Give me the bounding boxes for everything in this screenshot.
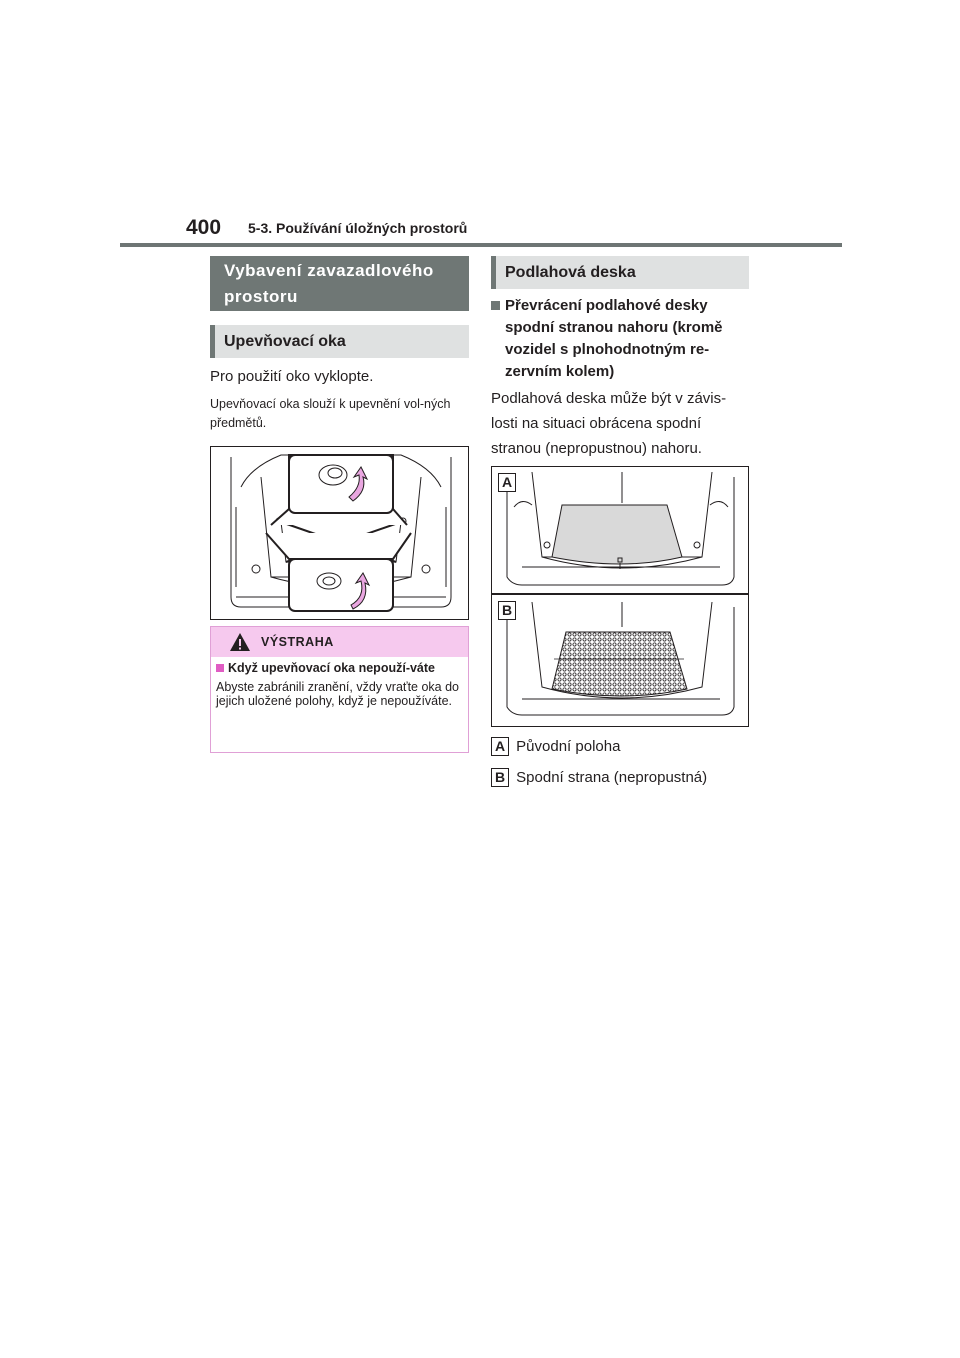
floor-board-paragraph: Podlahová deska může být v závis-losti n… [491,390,727,457]
warning-item-text: Abyste zabránili zranění, vždy vraťte ok… [216,680,460,708]
page-number: 400 [186,216,222,239]
legend-label-a: A [491,737,509,756]
legend-label-b: B [491,768,509,787]
rotate-arrow-icon [348,466,369,502]
square-bullet-icon [491,301,500,310]
square-bullet-icon [216,664,224,672]
header-rule [120,243,842,247]
chapter-title: 5-3. Používání úložných prostorů [248,220,468,236]
warning-title: VÝSTRAHA [261,635,334,649]
floor-board-item: Převrácení podlahové desky spodní strano… [491,295,749,383]
warning-item-title: Když upevňovací oka nepouží-váte [228,661,435,675]
warning-header: VÝSTRAHA [211,627,468,657]
legend-item-a: A Původní poloha [491,737,749,756]
figure-label-b: B [498,601,516,620]
legend-text-a: Původní poloha [516,738,621,755]
callout-upper [270,454,408,526]
warning-triangle-icon [230,633,250,651]
figure-label-a: A [498,473,516,492]
tie-down-hooks-figure [210,446,469,620]
floor-board-gray [551,504,683,565]
legend-text-b: Spodní strana (nepropustná) [516,769,708,786]
legend-item-b: B Spodní strana (nepropustná) [491,768,749,787]
warning-box: VÝSTRAHA Když upevňovací oka nepouží-vát… [210,626,469,753]
note-text: Upevňovací oka slouží k upevnění vol-nýc… [210,397,451,430]
callout-lower [265,532,412,612]
instruction-text: Pro použití oko vyklopte. [210,368,374,385]
floor-board-figure: A B [491,466,749,727]
rotate-arrow-icon [350,572,371,610]
floor-board-item-title: Převrácení podlahové desky spodní strano… [505,297,723,380]
trunk-illustration [230,454,452,612]
section-heading-luggage: Vybavení zavazadlového prostoru [210,256,469,311]
warning-item: Když upevňovací oka nepouží-váte [216,661,462,675]
sub-heading-tie-down-hooks: Upevňovací oka [210,325,469,358]
floor-board-underside [551,631,688,697]
floor-board-illustration [492,471,748,716]
section-heading-floor-board: Podlahová deska [491,256,749,289]
